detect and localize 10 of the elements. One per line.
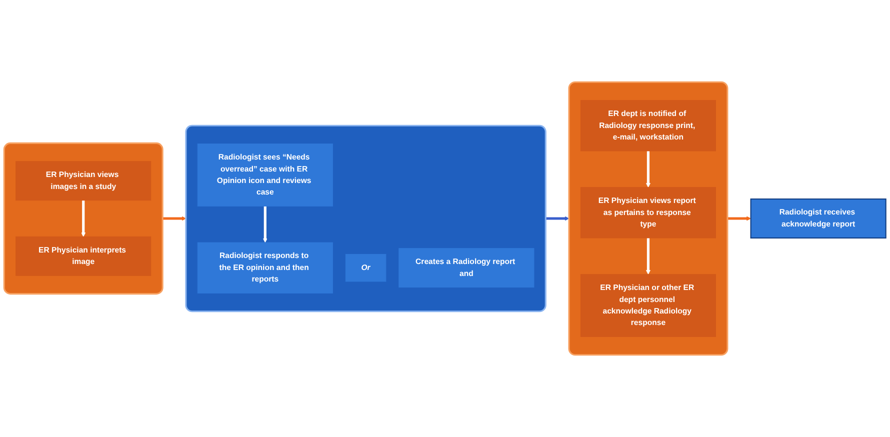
arrow — [646, 150, 650, 188]
arrow — [81, 200, 86, 237]
cluster — [185, 124, 546, 312]
arrow — [162, 216, 186, 221]
arrow — [646, 238, 650, 275]
arrow — [546, 216, 570, 221]
cluster — [3, 142, 164, 295]
arrow — [727, 216, 751, 221]
arrow — [262, 206, 268, 243]
cluster — [568, 81, 728, 356]
